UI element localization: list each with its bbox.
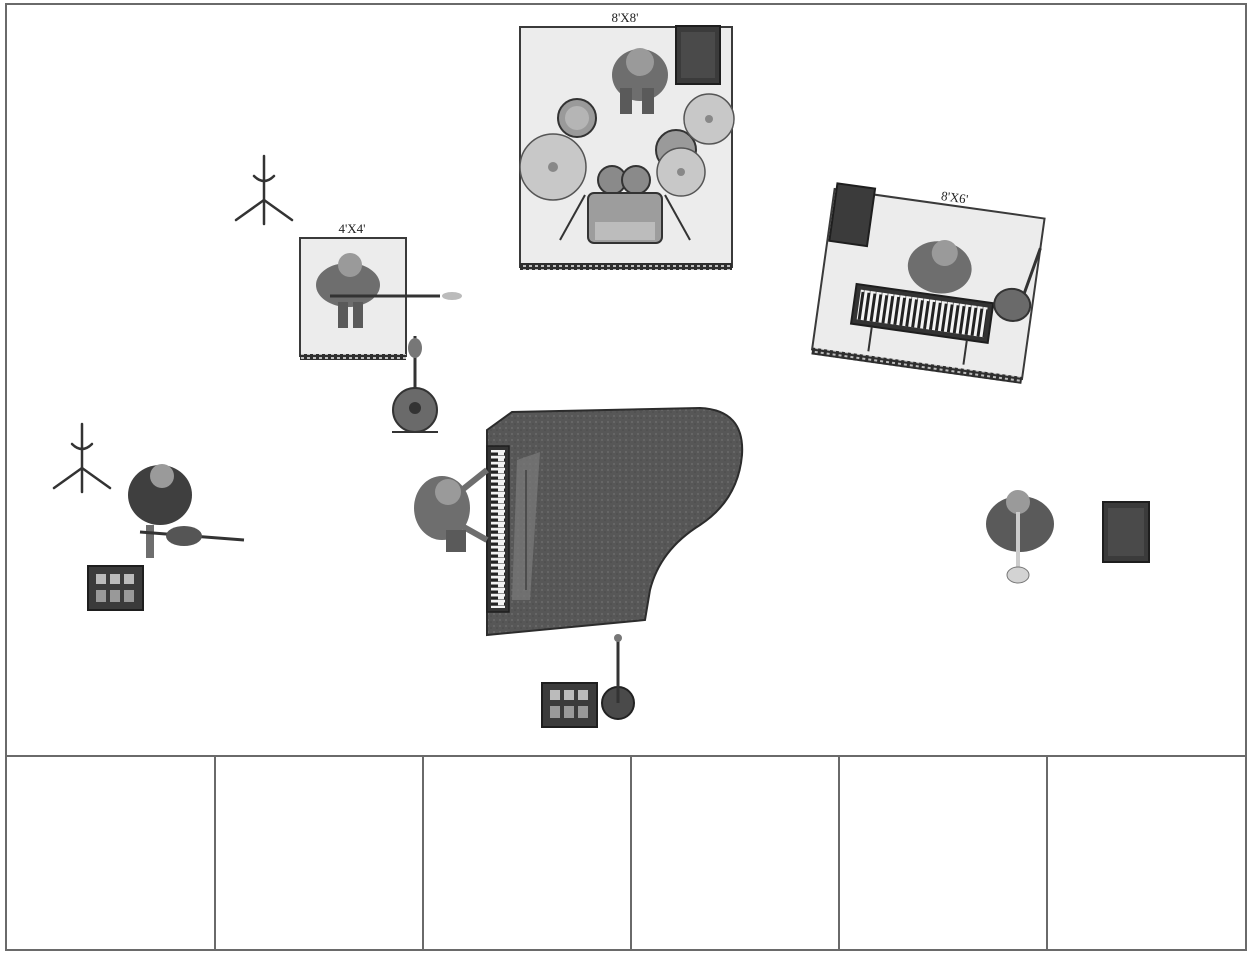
drum-riser-label: 8'X8' — [611, 10, 638, 25]
vocal-mic-icon — [602, 634, 634, 719]
piano-keys-icon — [491, 450, 505, 608]
front-sections — [215, 756, 1047, 950]
keys-riser: 8'X6' — [811, 173, 1046, 384]
mic-stand-icon — [54, 424, 110, 492]
horn-player-icon — [986, 490, 1054, 583]
amp-grille — [1108, 508, 1144, 556]
grand-piano-icon — [487, 408, 742, 635]
pedalboard-icon — [542, 683, 597, 727]
guitar-riser: 4'X4' — [300, 221, 462, 360]
mic-stand-icon — [236, 156, 292, 224]
guitar-riser-label: 4'X4' — [338, 221, 365, 236]
riser-edge-strip — [300, 354, 406, 360]
amp-icon — [829, 183, 875, 246]
riser-edge-strip — [520, 263, 732, 270]
pedalboard-icon — [88, 566, 143, 610]
drum-riser: 8'X8' — [520, 10, 734, 270]
pianist-icon — [414, 470, 487, 552]
bassist-icon — [128, 464, 244, 558]
